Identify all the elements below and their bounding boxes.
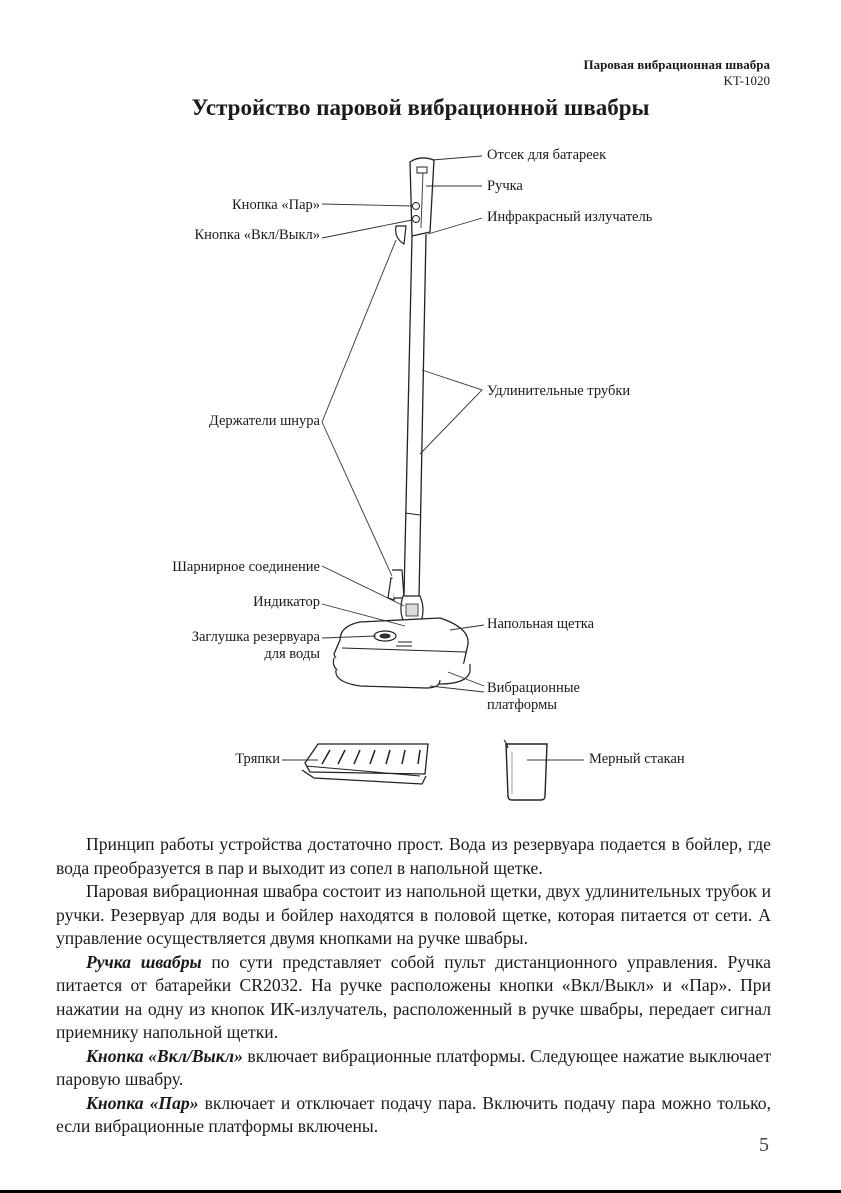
- label-ir: Инфракрасный излучатель: [487, 209, 653, 225]
- paragraph-4: Кнопка «Вкл/Выкл» включает вибрационные …: [56, 1045, 772, 1090]
- label-tank-cap-line1: Заглушка резервуара: [191, 629, 320, 645]
- label-handle: Ручка: [487, 178, 523, 194]
- label-platforms-line2: платформы: [487, 697, 557, 713]
- lead-steam-button: Кнопка «Пар»: [86, 1092, 199, 1113]
- lead-power-button: Кнопка «Вкл/Выкл»: [86, 1045, 243, 1066]
- label-joint: Шарнирное соединение: [172, 559, 320, 575]
- paragraph-1: Принцип работы устройства достаточно про…: [56, 834, 771, 878]
- label-indicator: Индикатор: [253, 594, 320, 610]
- label-tank-cap-line2: для воды: [264, 646, 320, 662]
- mop-diagram: [282, 155, 584, 801]
- paragraph-3: Ручка швабры по сути представляет собой …: [56, 951, 771, 1043]
- paragraph-5: Кнопка «Пар» включает и отключает подачу…: [56, 1092, 771, 1137]
- label-tank-cap: Заглушка резервуара для воды: [192, 629, 320, 663]
- mop-tube: [403, 233, 427, 599]
- page-title: Устройство паровой вибрационной швабры: [191, 95, 650, 120]
- label-steam-button: Кнопка «Пар»: [232, 197, 320, 213]
- label-platforms: Вибрационные платформы: [487, 680, 580, 714]
- label-battery: Отсек для батареек: [487, 147, 607, 163]
- lead-handle: Ручка швабры: [86, 951, 202, 972]
- label-cup: Мерный стакан: [589, 751, 685, 767]
- label-tubes: Удлинительные трубки: [487, 383, 631, 399]
- paragraph-2: Паровая вибрационная швабра состоит из н…: [56, 881, 771, 948]
- bottom-rule: [0, 1190, 841, 1193]
- cloth-pads: [301, 743, 429, 785]
- label-platforms-line1: Вибрационные: [487, 680, 580, 696]
- header-title: Паровая вибрационная швабра: [583, 57, 770, 72]
- page-number: 5: [759, 1134, 769, 1156]
- header-model: KT-1020: [723, 73, 770, 88]
- floor-brush: [332, 617, 471, 689]
- label-power-button: Кнопка «Вкл/Выкл»: [194, 227, 320, 243]
- mop-handle: [395, 157, 435, 245]
- body-text: Принцип работы устройства достаточно про…: [56, 833, 771, 1139]
- measuring-cup: [503, 739, 548, 801]
- label-cord-holders: Держатели шнура: [208, 413, 320, 429]
- label-cloths: Тряпки: [235, 751, 280, 767]
- label-brush: Напольная щетка: [487, 616, 595, 632]
- running-header: Паровая вибрационная швабра KT-1020: [583, 57, 770, 89]
